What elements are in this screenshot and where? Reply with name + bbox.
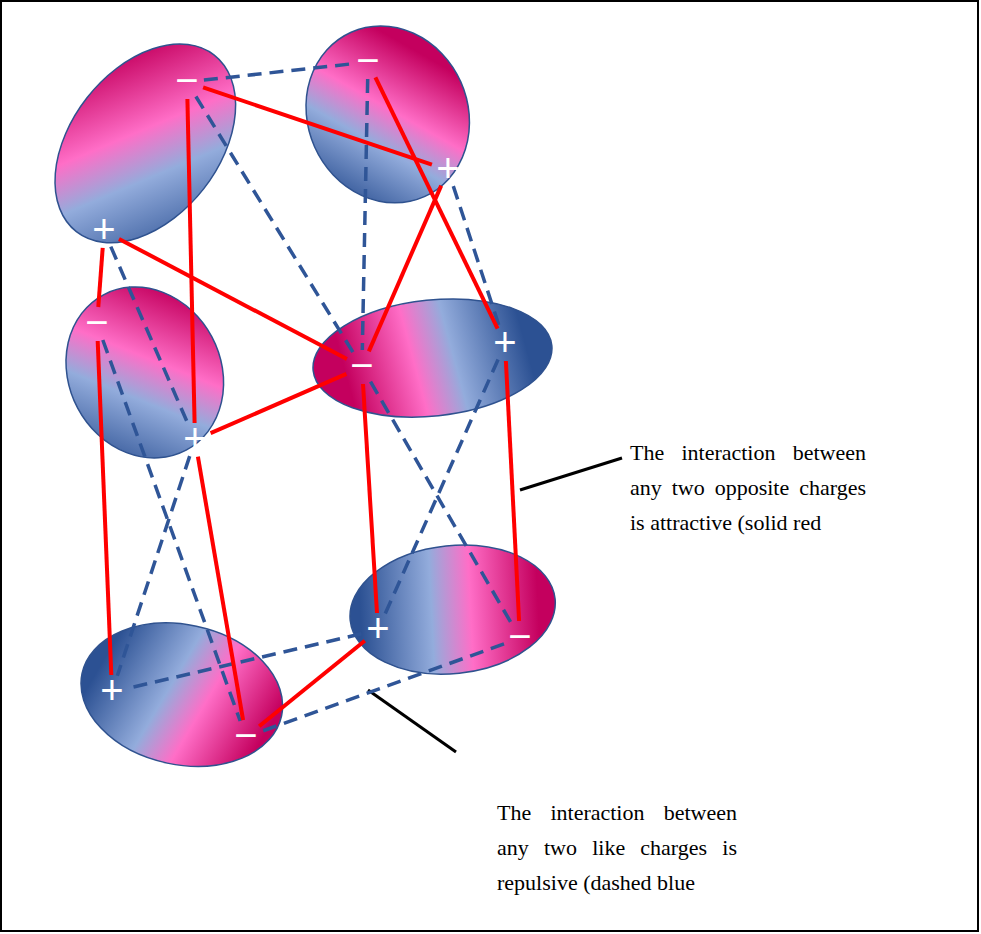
attraction-line (506, 361, 519, 621)
repulsion-line (262, 644, 504, 731)
attraction-line (198, 457, 243, 721)
repulsion-line (117, 456, 189, 676)
attraction-line (211, 374, 347, 433)
leader-line (368, 690, 456, 752)
charge-sign: + (100, 670, 123, 710)
charge-sign: + (92, 209, 115, 249)
charge-sign: − (356, 40, 379, 80)
repulsion-line (362, 79, 367, 350)
attraction-line (119, 239, 347, 359)
charge-sign: + (436, 148, 459, 188)
callout-holder: The interaction between any two like cha… (497, 795, 737, 900)
molecule-node: −+ (310, 296, 555, 420)
charge-sign: − (508, 616, 531, 656)
molecule-outline (307, 288, 558, 428)
callout-text: The interaction between any two like cha… (497, 795, 737, 900)
repulsion-line (453, 186, 499, 328)
molecule-ellipse (52, 41, 239, 246)
repulsion-line (385, 360, 498, 615)
repulsion-line (103, 340, 240, 721)
molecule-outline (37, 259, 254, 486)
charge-sign: + (493, 322, 516, 362)
attraction-line (98, 248, 102, 307)
charge-sign: − (350, 345, 373, 385)
repulsion-line (129, 634, 362, 688)
callout-holder: The interaction between any two opposite… (630, 435, 866, 540)
attraction-line (187, 99, 194, 423)
repulsion-line (196, 97, 353, 353)
molecule-node: +− (347, 542, 558, 677)
repulsion-line (111, 247, 188, 425)
attraction-line (203, 87, 432, 164)
repulsion-line (204, 64, 351, 80)
molecule-node: −+ (303, 23, 472, 206)
molecule-outline (68, 605, 297, 784)
attraction-line (369, 186, 441, 352)
attraction-line (363, 384, 377, 613)
molecule-outline (278, 0, 497, 229)
attraction-line (98, 341, 112, 675)
molecule-node: −+ (63, 284, 227, 461)
charge-sign: − (234, 715, 257, 755)
charge-sign: − (85, 302, 108, 342)
molecule-outline (344, 536, 562, 685)
molecule-ellipse (310, 296, 555, 420)
molecule-node: +− (78, 620, 286, 769)
leader-line (520, 458, 622, 490)
molecule-outline (18, 9, 273, 277)
callout-text: The interaction between any two opposite… (630, 435, 866, 540)
molecule-node: −+ (52, 41, 239, 246)
charge-sign: − (175, 60, 198, 100)
charge-sign: + (366, 608, 389, 648)
charge-sign: + (183, 418, 206, 458)
repulsion-line (371, 382, 512, 624)
attraction-line (259, 641, 365, 727)
attraction-line (375, 77, 497, 328)
